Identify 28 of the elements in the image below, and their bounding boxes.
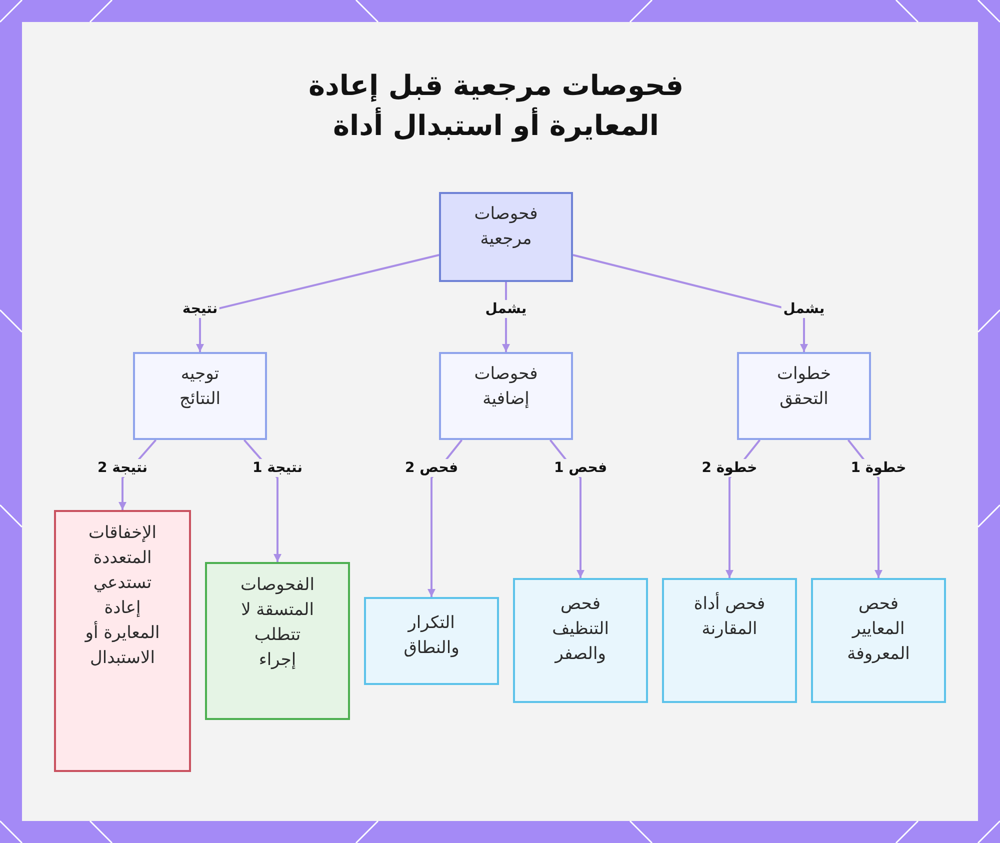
- node-label: الفحوصات المتسقة لا تتطلب إجراء: [240, 574, 316, 672]
- edge-label: نتيجة 2: [96, 459, 150, 477]
- connector-arrow: [572, 254, 808, 352]
- connector-arrow: [428, 439, 463, 597]
- concept-box: [364, 597, 499, 685]
- node-label: فحوصات إضافية: [473, 363, 539, 411]
- node-label: الإخفاقات المتعددة تستدعي إعادة المعايرة أو الاستبدال: [84, 522, 161, 670]
- node-label: توجيه النتائج: [178, 363, 222, 411]
- node-label: فحص التنظيف والصفر: [551, 593, 610, 666]
- concept-box: [737, 352, 871, 440]
- edge-label: فحص 2: [403, 459, 460, 477]
- concept-box: [133, 352, 267, 440]
- concept-box: [205, 562, 350, 720]
- concept-box: [439, 192, 573, 282]
- concept-box: [811, 578, 946, 703]
- connector-arrow: [196, 254, 440, 352]
- edge-label: يشمل: [483, 300, 529, 318]
- node-label: فحص المعايير المعروفة: [846, 593, 911, 666]
- node-label: خطوات التحقق: [776, 363, 832, 411]
- diagram-title: فحوصات مرجعية قبل إعادة المعايرة أو استبدال أداة: [307, 68, 685, 144]
- concept-box: [662, 578, 797, 703]
- concept-box: [54, 510, 191, 772]
- node-label: التكرار والنطاق: [402, 612, 460, 660]
- node-label: فحوصات مرجعية: [473, 203, 539, 251]
- concept-box: [439, 352, 573, 440]
- node-label: فحص أداة المقارنة: [692, 592, 766, 641]
- edge-label: يشمل: [781, 300, 827, 318]
- concept-box: [513, 578, 648, 703]
